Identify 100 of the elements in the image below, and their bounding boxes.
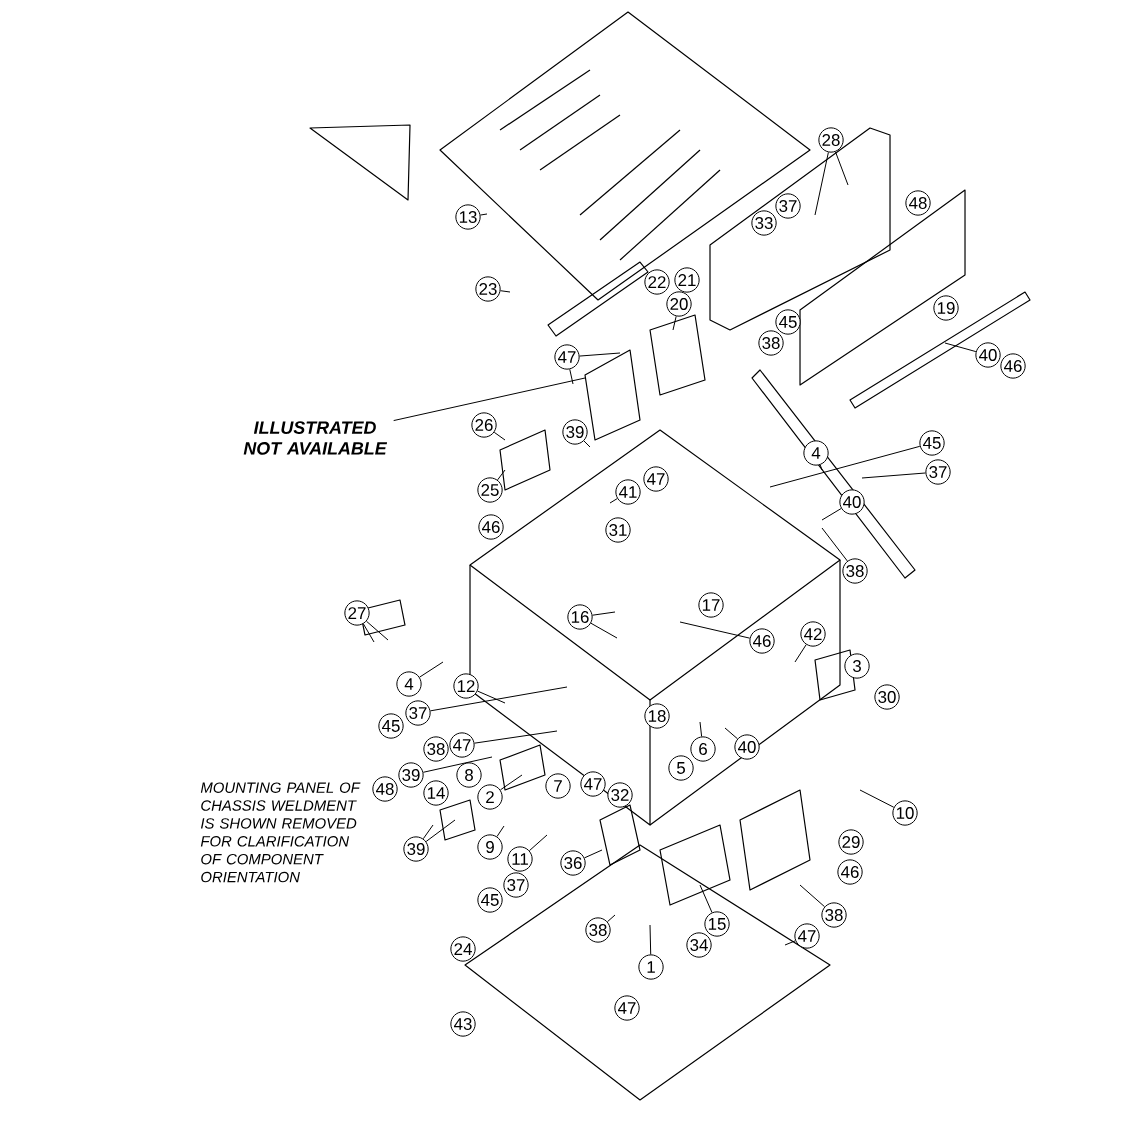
callout-number: 38: [821, 902, 847, 928]
leader-line: [477, 690, 506, 704]
leader-line: [784, 940, 796, 946]
callout-number: 39: [398, 762, 424, 788]
callout-number: 12: [453, 673, 479, 699]
leader-line: [422, 824, 434, 840]
callout-number: 38: [842, 558, 868, 584]
callout-number: 40: [975, 342, 1001, 368]
callout-number: 21: [674, 267, 700, 293]
callout-number: 41: [615, 479, 641, 505]
callout-number: 37: [503, 872, 529, 898]
callout-number: 28: [818, 127, 844, 153]
callout-number: 14: [423, 780, 449, 806]
leader-line: [422, 756, 493, 773]
callout-number: 2: [477, 784, 503, 810]
callout-number: 43: [450, 1011, 476, 1037]
note-text: ILLUSTRATED NOT AVAILABLE: [243, 421, 388, 455]
callout-number: 47: [449, 732, 475, 758]
callout-number: 48: [905, 190, 931, 216]
leader-line: [500, 290, 511, 293]
leader-line: [835, 151, 849, 186]
callout-number: 3: [844, 653, 870, 679]
callout-number: 4: [803, 440, 829, 466]
callout-number: 29: [838, 829, 864, 855]
callout-number: 11: [507, 846, 533, 872]
callout-number: 1: [638, 954, 664, 980]
callout-number: 15: [704, 911, 730, 937]
leader-line: [592, 611, 616, 616]
callout-number: 16: [567, 604, 593, 630]
callout-number: 37: [775, 193, 801, 219]
callout-number: 34: [686, 932, 712, 958]
callout-number: 40: [734, 734, 760, 760]
callout-number: 38: [423, 736, 449, 762]
leader-line: [419, 661, 444, 678]
callout-number: 33: [751, 210, 777, 236]
callout-number: 30: [874, 684, 900, 710]
callout-number: 47: [794, 923, 820, 949]
callout-number: 5: [668, 755, 694, 781]
leader-line: [499, 774, 523, 791]
callout-number: 10: [892, 800, 918, 826]
leader-line: [609, 498, 618, 504]
leader-line: [821, 508, 842, 521]
leader-line: [821, 527, 848, 562]
leader-line: [497, 469, 506, 481]
leader-line: [393, 377, 586, 422]
leader-line: [679, 621, 751, 639]
callout-number: 20: [666, 291, 692, 317]
callout-number: 47: [614, 995, 640, 1021]
leader-line: [496, 825, 505, 837]
callout-number: 45: [775, 309, 801, 335]
callout-number: 19: [933, 295, 959, 321]
leader-line: [607, 914, 616, 923]
leader-line: [362, 623, 375, 643]
callout-number: 47: [554, 344, 580, 370]
callout-number: 48: [372, 776, 398, 802]
leader-line: [590, 622, 618, 639]
callout-number: 9: [477, 834, 503, 860]
leader-line: [794, 644, 807, 663]
callout-number: 46: [1000, 353, 1026, 379]
leader-line: [366, 620, 389, 641]
callout-number: 6: [690, 736, 716, 762]
callout-number: 25: [477, 477, 503, 503]
leader-line: [579, 352, 621, 357]
callout-number: 24: [450, 936, 476, 962]
callout-number: 23: [475, 276, 501, 302]
leader-line: [584, 849, 603, 859]
callout-number: 40: [839, 489, 865, 515]
leader-line: [814, 151, 829, 216]
leader-line: [429, 686, 568, 712]
callout-number: 37: [405, 700, 431, 726]
leader-line: [480, 213, 488, 216]
leader-line: [699, 884, 713, 913]
leader-line: [861, 472, 926, 479]
callout-number: 46: [837, 859, 863, 885]
callout-number: 8: [456, 762, 482, 788]
callout-number: 36: [560, 850, 586, 876]
callout-number: 38: [585, 917, 611, 943]
callout-number: 22: [644, 269, 670, 295]
leader-line: [819, 464, 823, 471]
callout-number: 17: [698, 592, 724, 618]
leader-line: [859, 789, 895, 808]
leader-line: [724, 727, 738, 740]
callout-number: 42: [800, 621, 826, 647]
leader-line: [799, 884, 826, 908]
callout-number: 4: [396, 671, 422, 697]
leader-line: [944, 342, 977, 353]
callout-number: 46: [478, 514, 504, 540]
callout-number: 31: [605, 517, 631, 543]
leader-line: [649, 924, 652, 955]
leader-line: [528, 834, 548, 852]
leader-line: [425, 819, 456, 842]
callout-number: 26: [471, 412, 497, 438]
leader-line: [569, 368, 574, 385]
leader-line: [769, 445, 921, 488]
callout-number: 13: [455, 204, 481, 230]
callout-number: 37: [925, 459, 951, 485]
leader-line: [672, 315, 677, 331]
callout-number: 45: [477, 887, 503, 913]
leader-line: [474, 730, 558, 744]
callout-number: 32: [607, 782, 633, 808]
